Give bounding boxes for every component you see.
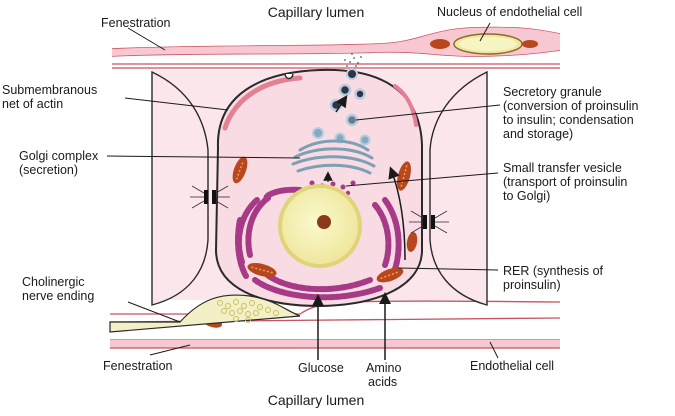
exocytosis-granule [346,68,358,80]
label-fenestration-bottom: Fenestration [103,359,173,373]
golgi-complex [291,139,376,175]
nucleolus [317,215,331,229]
label-vesicle-1: Small transfer vesicle [503,161,622,175]
endothelial-mitochondria [430,39,538,49]
label-fenestration-top: Fenestration [101,16,171,30]
desmosome-right [409,210,449,234]
title-capillary-lumen-bottom: Capillary lumen [268,392,364,408]
label-golgi-2: (secretion) [19,163,78,177]
label-endothelial-cell: Endothelial cell [470,359,554,373]
label-rer-1: RER (synthesis of [503,264,604,278]
label-granule-2: (conversion of proinsulin [503,99,639,113]
label-rer-2: proinsulin) [503,278,561,292]
beta-cell-nucleus [278,184,362,268]
label-granule-4: and storage) [503,127,573,141]
label-amino-1: Amino [366,361,401,375]
endothelial-nucleus [453,33,523,55]
neighbor-cell-right [429,70,488,306]
label-vesicle-3: to Golgi) [503,189,550,203]
label-golgi-1: Golgi complex [19,149,99,163]
label-vesicle-2: (transport of proinsulin [503,175,627,189]
label-cholinergic-1: Cholinergic [22,275,85,289]
label-amino-2: acids [368,375,397,389]
desmosome-left [190,185,230,209]
label-nucleus-endothelial: Nucleus of endothelial cell [437,5,582,19]
exocytosis-pit [284,73,294,80]
labels: Fenestration Nucleus of endothelial cell… [2,5,639,389]
title-capillary-lumen-top: Capillary lumen [268,4,364,20]
leader-lines [106,22,501,359]
label-submembranous-2: net of actin [2,97,63,111]
label-glucose: Glucose [298,361,344,375]
cholinergic-nerve-ending [109,294,301,333]
label-cholinergic-2: nerve ending [22,289,94,303]
actin-net-right [393,84,418,127]
label-granule-1: Secretory granule [503,85,602,99]
label-submembranous-1: Submembranous [2,83,97,97]
exocytosis-arrow [335,95,348,113]
label-granule-3: to insulin; condensation [503,113,634,127]
released-insulin [344,53,362,67]
secretory-granules [312,83,371,146]
capillary-wall-top [111,26,561,69]
